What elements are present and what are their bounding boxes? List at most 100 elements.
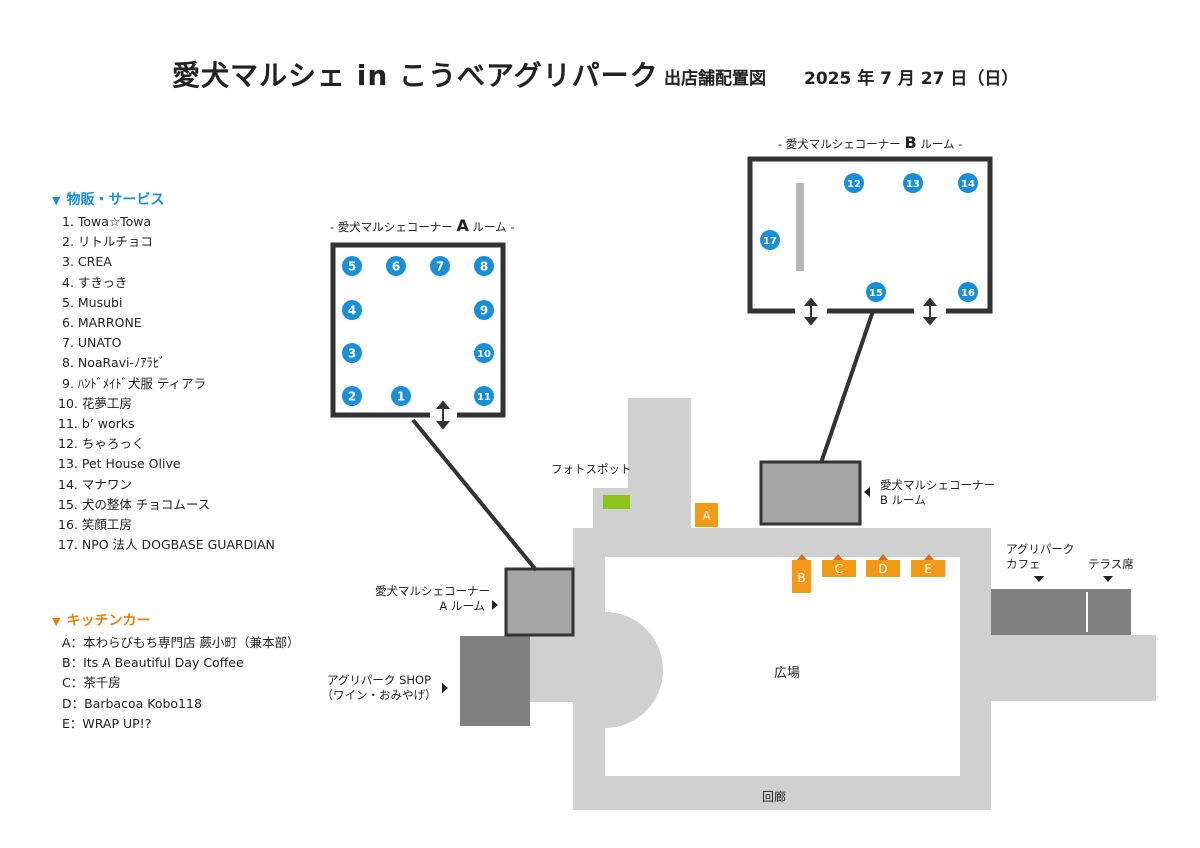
booth-marker-7: 7 [430,256,450,276]
list-item: 1. Towa☆Towa [62,214,152,229]
photo-spot-label: フォトスポット [551,462,632,476]
kitchen-car-c: C [822,554,856,577]
list-item: 5. Musubi [62,294,123,310]
door-arrow-icon [922,297,938,326]
plaza-label: 広場 [774,666,801,681]
goods-section-label: 物販・サービス [66,192,165,208]
list-item: B：Its A Beautiful Day Coffee [62,655,244,671]
room-b-partition [796,183,804,271]
list-item: 6. MARRONE [62,315,142,331]
svg-text:17: 17 [763,236,777,247]
kitchen-car-d: D [866,554,900,577]
booth-marker-8: 8 [474,256,494,276]
svg-text:14: 14 [961,179,975,190]
room-a-building-label: 愛犬マルシェコーナー A ルーム [375,584,490,614]
booth-marker-5: 5 [342,256,362,276]
room-a-building [504,567,575,637]
cafe-building [991,589,1131,635]
list-item: A：本わらびもち専門店 蕨小町（兼本部） [62,635,300,650]
room-b-building-label: 愛犬マルシェコーナー B ルーム [880,478,995,508]
room-a-title: - 愛犬マルシェコーナー A ルーム - [330,216,514,235]
booth-marker-2: 2 [342,386,362,406]
room-a-label-line2: A ルーム [439,599,485,613]
svg-text:E: E [924,562,932,576]
booth-marker-15: 15 [866,282,886,302]
cafe-label: アグリパーク カフェ [1006,542,1074,572]
list-item: 14. マナワン [58,476,132,492]
booth-marker-9: 9 [474,300,494,320]
pointer-right-icon [492,600,498,610]
booth-marker-16: 16 [958,282,978,302]
page-title: 愛犬マルシェ in こうべアグリパーク [172,59,659,92]
booth-marker-1: 1 [391,386,411,406]
corridor-label: 回廊 [762,790,787,804]
goods-list: 1. Towa☆Towa 2. リトルチョコ 3. CREA 4. すきっき 5… [58,212,275,555]
room-a-connector [411,418,538,572]
list-item: 15. 犬の整体 チョコムース [58,496,211,512]
list-item: 2. リトルチョコ [62,234,153,250]
list-item: 16. 笑顔工房 [58,517,132,533]
svg-text:5: 5 [348,260,356,274]
svg-text:13: 13 [906,179,920,190]
svg-text:11: 11 [477,392,491,403]
room-a-title-pre: - 愛犬マルシェコーナー [330,220,453,234]
svg-text:D: D [878,562,887,576]
room-b-detail [747,156,993,314]
kitchen-section-title: ▼ キッチンカー [52,610,150,630]
triangle-down-icon: ▼ [52,615,61,628]
room-b-title-pre: - 愛犬マルシェコーナー [778,137,901,151]
booth-marker-3: 3 [342,343,362,363]
kitchen-section-label: キッチンカー [66,613,151,629]
svg-text:15: 15 [869,288,883,299]
svg-text:2: 2 [348,390,356,404]
booth-marker-10: 10 [474,343,494,363]
list-item: 9. ﾊﾝﾄﾞﾒｲﾄﾞ犬服 ティアラ [62,375,207,391]
room-b-booths: 12 13 14 15 16 17 [760,173,978,302]
room-b-title-post: ルーム - [920,137,963,151]
goods-section-title: ▼ 物販・サービス [52,189,164,209]
list-item: 8. NoaRavi-ﾉｱﾗﾋﾞ [62,355,166,371]
booth-marker-4: 4 [342,300,362,320]
pointer-right-icon [442,683,448,693]
booth-marker-14: 14 [958,173,978,193]
photo-spot-marker [603,495,630,509]
booth-marker-6: 6 [386,256,406,276]
room-b-label-line1: 愛犬マルシェコーナー [880,478,995,492]
svg-text:C: C [835,562,843,576]
svg-text:8: 8 [480,260,488,274]
svg-text:9: 9 [480,304,488,318]
page-subtitle: 出店舗配置図 [664,69,766,89]
plaza-area [605,557,960,776]
shop-label-line2: （ワイン・おみやげ） [321,688,437,702]
triangle-down-icon: ▼ [52,194,61,207]
room-a-detail [330,242,506,418]
kitchen-car-b: B [792,554,811,593]
pointer-down-icon [1034,576,1044,582]
event-date: 2025 年 7 月 27 日（日） [804,69,1019,89]
terrace-label: テラス席 [1088,557,1134,571]
pointer-left-icon [864,487,870,497]
kitchen-list: A：本わらびもち専門店 蕨小町（兼本部） B：Its A Beautiful D… [62,633,300,734]
list-item: E：WRAP UP!? [62,715,152,731]
list-item: 4. すきっき [62,274,128,290]
list-item: 10. 花夢工房 [58,395,132,411]
list-item: D：Barbacoa Kobo118 [62,695,202,711]
booth-marker-13: 13 [903,173,923,193]
svg-text:A: A [702,509,711,523]
list-item: 13. Pet House Olive [58,456,181,472]
booth-marker-17: 17 [760,230,780,250]
kitchen-cars: A B C D E [695,503,945,593]
room-b-title-letter: B [904,133,917,152]
shop-label-line1: アグリパーク SHOP [326,673,431,687]
svg-text:16: 16 [961,288,975,299]
room-b-label-line2: B ルーム [880,493,926,507]
door-arrow-icon [435,400,451,430]
list-item: 17. NPO 法人 DOGBASE GUARDIAN [58,537,275,553]
room-a-label-line1: 愛犬マルシェコーナー [375,584,490,598]
list-item: 11. b’ works [58,416,135,432]
booth-marker-11: 11 [474,386,494,406]
svg-text:7: 7 [436,260,444,274]
agripark-shop-label: アグリパーク SHOP （ワイン・おみやげ） [320,673,438,703]
svg-text:12: 12 [847,179,861,190]
